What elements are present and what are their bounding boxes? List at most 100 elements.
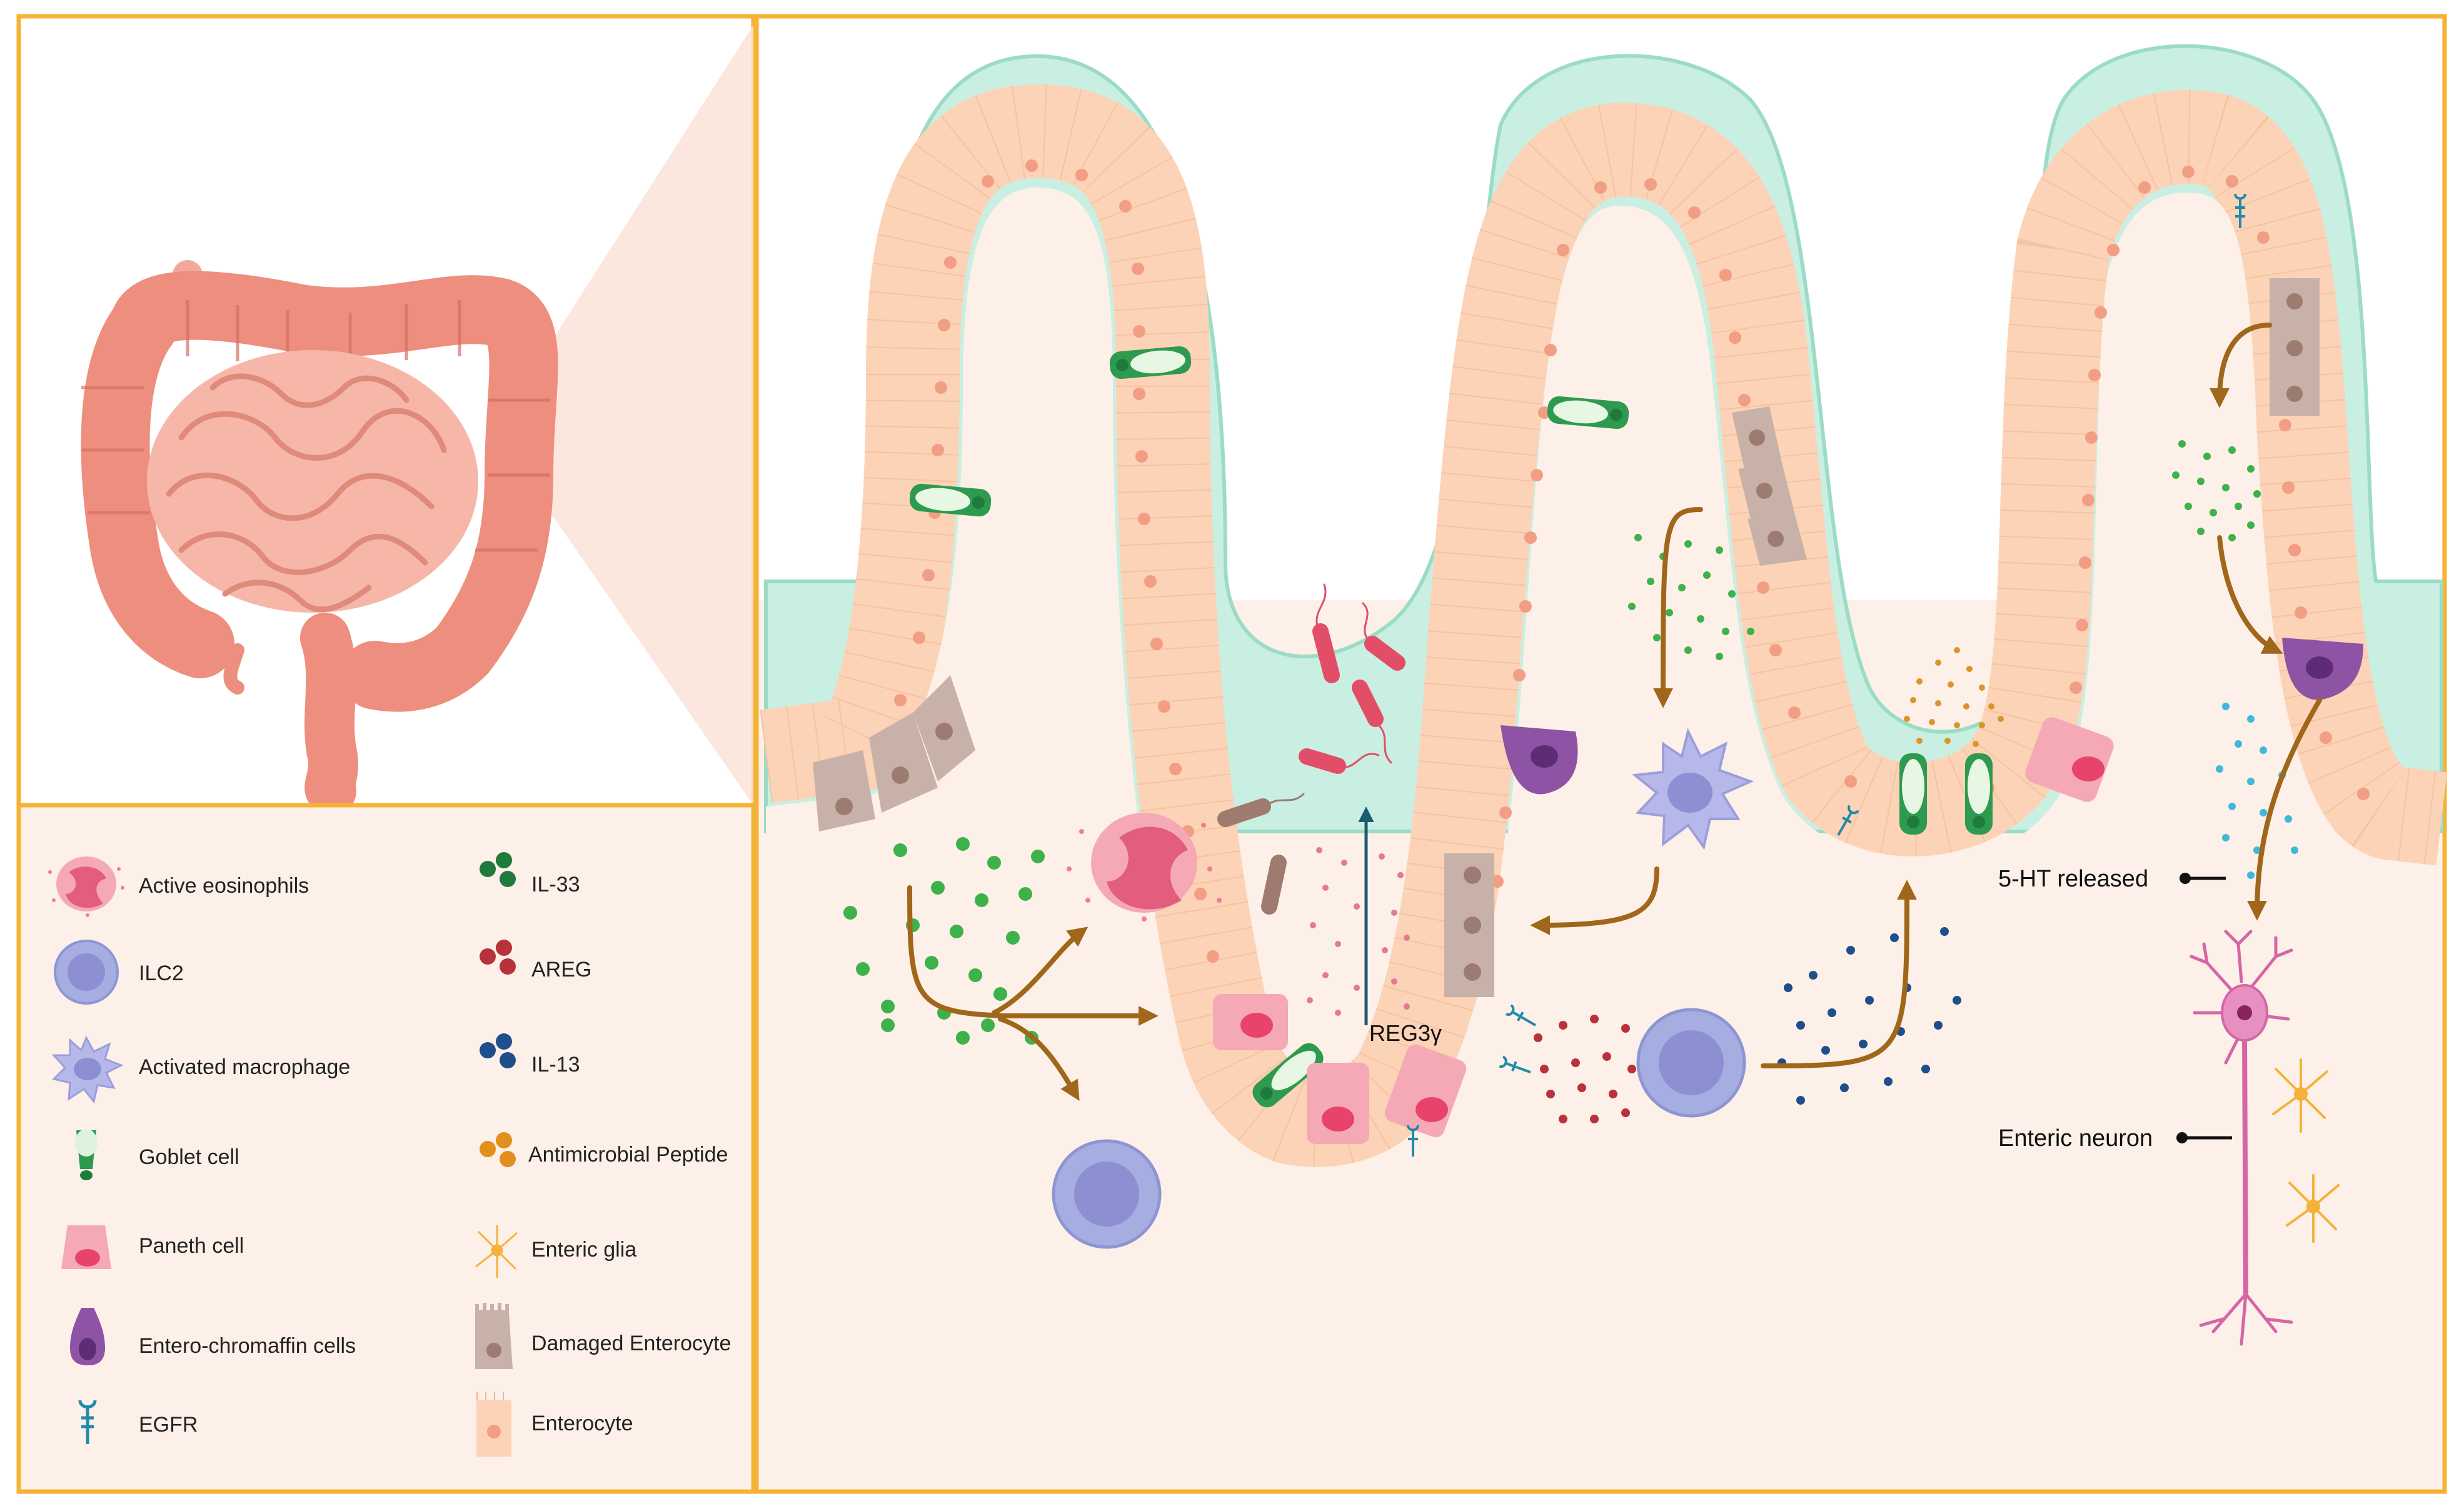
bacterium <box>1312 583 1340 683</box>
active-eosinophil <box>1067 813 1222 921</box>
damaged-enterocyte <box>1444 853 1494 903</box>
damaged-enterocyte <box>813 750 875 831</box>
paneth-cell <box>2025 717 2114 802</box>
paneth-cell <box>1307 1063 1369 1144</box>
legend-label-enterochromaffin: Entero-chromaffin cells <box>139 1334 356 1358</box>
il33-molecules <box>1628 440 2261 660</box>
reg3g-label: REG3γ <box>1369 1020 1442 1046</box>
damaged-enterocyte <box>1444 953 1494 997</box>
neuron-label: Enteric neuron <box>1998 1125 2153 1152</box>
legend-label-antimicrobial-peptide: Antimicrobial Peptide <box>528 1143 728 1167</box>
il13-to-goblet-arrow <box>1761 880 1917 1068</box>
eosinophil-icon <box>48 856 124 917</box>
damaged-enterocyte <box>1444 903 1494 953</box>
epithelium-panel: REG3γ <box>754 14 2447 1494</box>
enteric-neuron <box>2190 930 2293 1346</box>
macrophage-icon <box>51 1035 124 1104</box>
reg3g-peptides <box>1307 847 1410 1016</box>
enteric-glial-cell <box>2272 1058 2328 1133</box>
egfr-receptor <box>1837 805 1859 836</box>
paneth-cell <box>1213 994 1288 1050</box>
legend-label-enterocyte: Enterocyte <box>531 1412 633 1435</box>
egfr-receptor <box>1407 1125 1419 1157</box>
intestine-overview-panel <box>16 14 756 816</box>
areg-molecules <box>1534 1015 1636 1123</box>
damaged-enterocyte-icon <box>475 1303 513 1369</box>
egfr-receptor <box>1499 1055 1531 1074</box>
ilc2-cell <box>1052 1139 1162 1249</box>
il13-icon <box>480 1033 516 1068</box>
damaged-enterocyte <box>913 675 975 781</box>
legend-label-enteric-glia: Enteric glia <box>531 1238 636 1262</box>
colon <box>109 271 558 712</box>
antimicrobial-peptide-icon <box>480 1132 516 1167</box>
il33-branch-arrow <box>907 885 1009 1018</box>
legend-label-areg: AREG <box>531 958 591 981</box>
il33-icon <box>480 852 516 887</box>
enteric-glia-icon <box>475 1225 518 1278</box>
to-ec-cell-arrow <box>2217 535 2283 654</box>
serotonin-label: 5-HT released <box>1998 866 2148 892</box>
il33-to-ilc2-arrow <box>998 1017 1080 1101</box>
damaged-enterocyte <box>869 713 938 813</box>
bacterium <box>1261 855 1287 915</box>
intestine-illustration <box>81 260 558 816</box>
legend-label-macrophage: Activated macrophage <box>139 1055 350 1079</box>
goblet-cell <box>1547 396 1629 429</box>
goblet-cell <box>1109 346 1192 379</box>
goblet-cell-icon <box>75 1129 98 1180</box>
appendix <box>223 643 244 695</box>
legend-frame <box>16 803 756 1494</box>
enterochromaffin-cell <box>2282 638 2363 700</box>
goblet-cells <box>909 346 1993 1108</box>
goblet-cell <box>909 483 992 517</box>
damaged-enterocyte <box>2270 278 2320 325</box>
enteric-glial-cell <box>2286 1174 2340 1243</box>
egfr-receptors <box>1407 193 2246 1157</box>
legend-label-eosinophils: Active eosinophils <box>139 874 309 898</box>
damaged-enterocyte <box>1732 406 1782 469</box>
ascending-colon <box>81 291 234 678</box>
ilc2-icon <box>54 940 119 1005</box>
enterochromaffin-icon <box>70 1308 105 1365</box>
epithelial-layer <box>760 84 2447 1170</box>
areg-icon <box>480 940 516 975</box>
bacterium <box>1362 602 1405 671</box>
paneth-cell <box>1384 1044 1467 1138</box>
damaged-enterocytes <box>813 278 2320 997</box>
legend-label-egfr: EGFR <box>139 1413 198 1437</box>
legend-label-il33: IL-33 <box>531 873 580 896</box>
damaged-enterocyte <box>1738 463 1794 519</box>
bacterium <box>1299 748 1380 774</box>
lamina-propria <box>766 188 2441 1488</box>
enteric-glia <box>2272 1058 2340 1243</box>
egfr-receptor <box>2234 193 2246 228</box>
damage-to-5ht-arrow <box>2210 323 2272 408</box>
damaged-enterocyte <box>2270 372 2320 416</box>
rectum <box>300 613 358 816</box>
legend-label-ilc2: ILC2 <box>139 961 184 985</box>
ilc2-cell <box>1636 1008 1746 1118</box>
antimicrobial-peptides <box>1904 647 2004 747</box>
legend-label-goblet-cell: Goblet cell <box>139 1145 239 1169</box>
egfr-icon <box>78 1400 97 1444</box>
goblet-cell <box>1965 753 1993 835</box>
paneth-cells <box>1213 717 2114 1144</box>
enterochromaffin-cells <box>1501 638 2363 795</box>
il33-to-eosinophil-arrow <box>992 926 1089 1015</box>
legend-label-damaged-enterocyte: Damaged Enterocyte <box>531 1332 731 1355</box>
bacterium <box>1217 793 1305 827</box>
egfr-receptor <box>1505 1004 1536 1027</box>
ec-to-neuron-arrow <box>2247 698 2322 921</box>
serotonin-callout: 5-HT released <box>1998 866 2226 892</box>
enterochromaffin-cell <box>1501 725 1578 795</box>
macrophage-to-epithelium-arrow <box>1530 866 1659 935</box>
legend-label-il13: IL-13 <box>531 1053 580 1077</box>
bacteria <box>1217 583 1405 915</box>
activated-macrophage <box>1631 728 1754 850</box>
enterocyte-icon <box>476 1392 511 1457</box>
signalling-arrows <box>907 323 2322 1101</box>
bacterium <box>1352 680 1392 764</box>
neuron-callout: Enteric neuron <box>1998 1125 2232 1152</box>
